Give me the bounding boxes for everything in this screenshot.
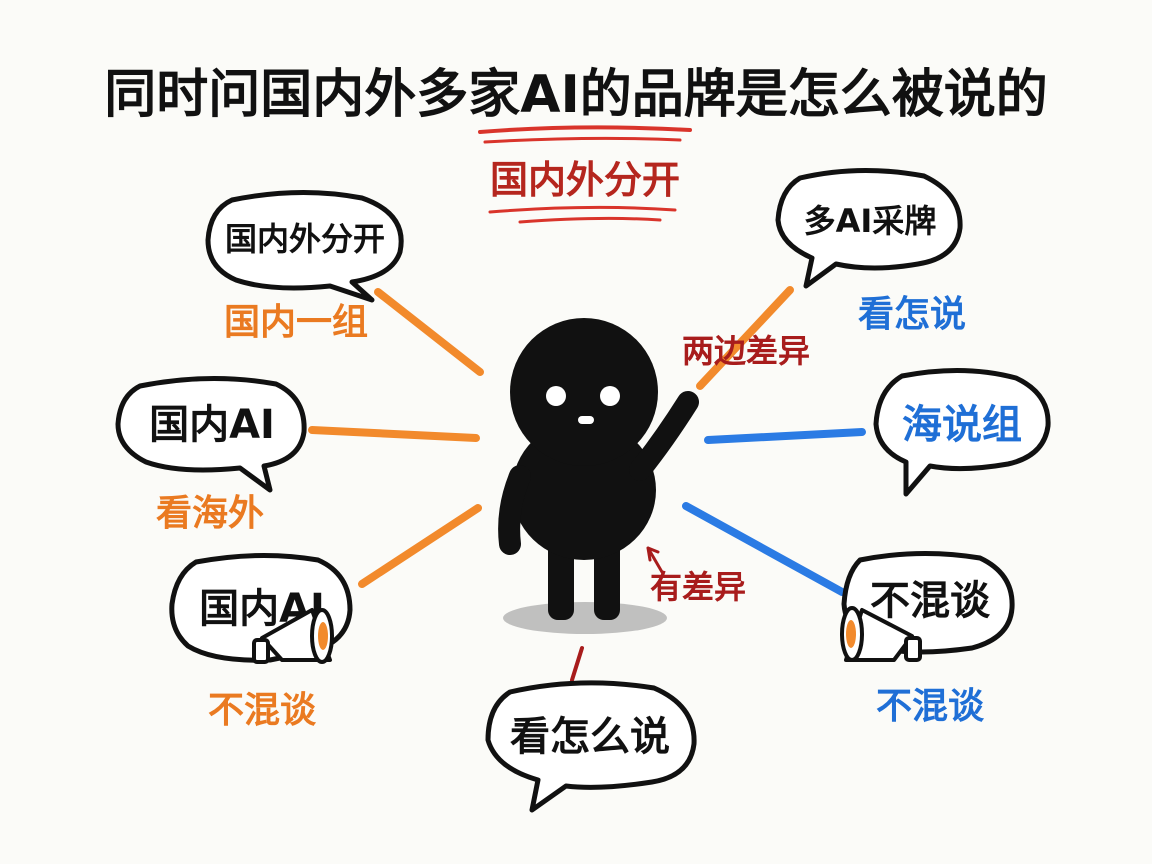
speech-bubble-left-2: 国内AI [115,376,307,493]
eye [600,386,620,406]
stick-figure [498,318,699,634]
subtitle: 国内外分开 [490,158,680,202]
mouth [578,416,594,424]
subtitle-underline [488,205,677,214]
connector-line [696,286,794,390]
note-top: 两边差异 [682,332,810,370]
bubble-text: 海说组 [902,402,1022,448]
arrow-icon [646,546,664,574]
speech-bubble-right-2: 海说组 [873,367,1051,497]
label-right-1: 看怎说 [858,294,966,335]
label-left-1: 国内一组 [224,302,368,343]
note-side: 有差异 [650,568,746,606]
title-underline [478,125,692,134]
speech-bubble-right-1: 多AI采牌 [775,168,963,289]
label-left-3: 不混谈 [208,690,317,731]
connector-line [358,504,482,588]
speech-bubble-bottom: 看怎么说 [485,680,697,813]
pointer-line [570,646,584,682]
bubble-text: 多AI采牌 [804,202,937,240]
connector-line [308,426,480,442]
megaphone-icon [252,608,334,664]
bubble-text: 不混谈 [870,578,991,624]
bubble-text: 国内AI [149,402,275,448]
figure-shadow [503,602,667,634]
label-right-3: 不混谈 [876,686,985,727]
page-title: 同时问国内外多家AI的品牌是怎么被说的 [104,65,1048,125]
connector-line [682,502,846,596]
connector-line [704,428,866,444]
speech-bubble-left-1: 国内外分开 [205,190,404,303]
subtitle-underline [518,216,662,224]
megaphone-icon [840,606,922,662]
bubble-text: 看怎么说 [510,714,670,760]
eye [546,386,566,406]
connector-line [374,288,484,376]
bubble-text: 国内外分开 [225,220,385,258]
label-left-2: 看海外 [156,493,264,534]
title-underline [483,136,682,144]
